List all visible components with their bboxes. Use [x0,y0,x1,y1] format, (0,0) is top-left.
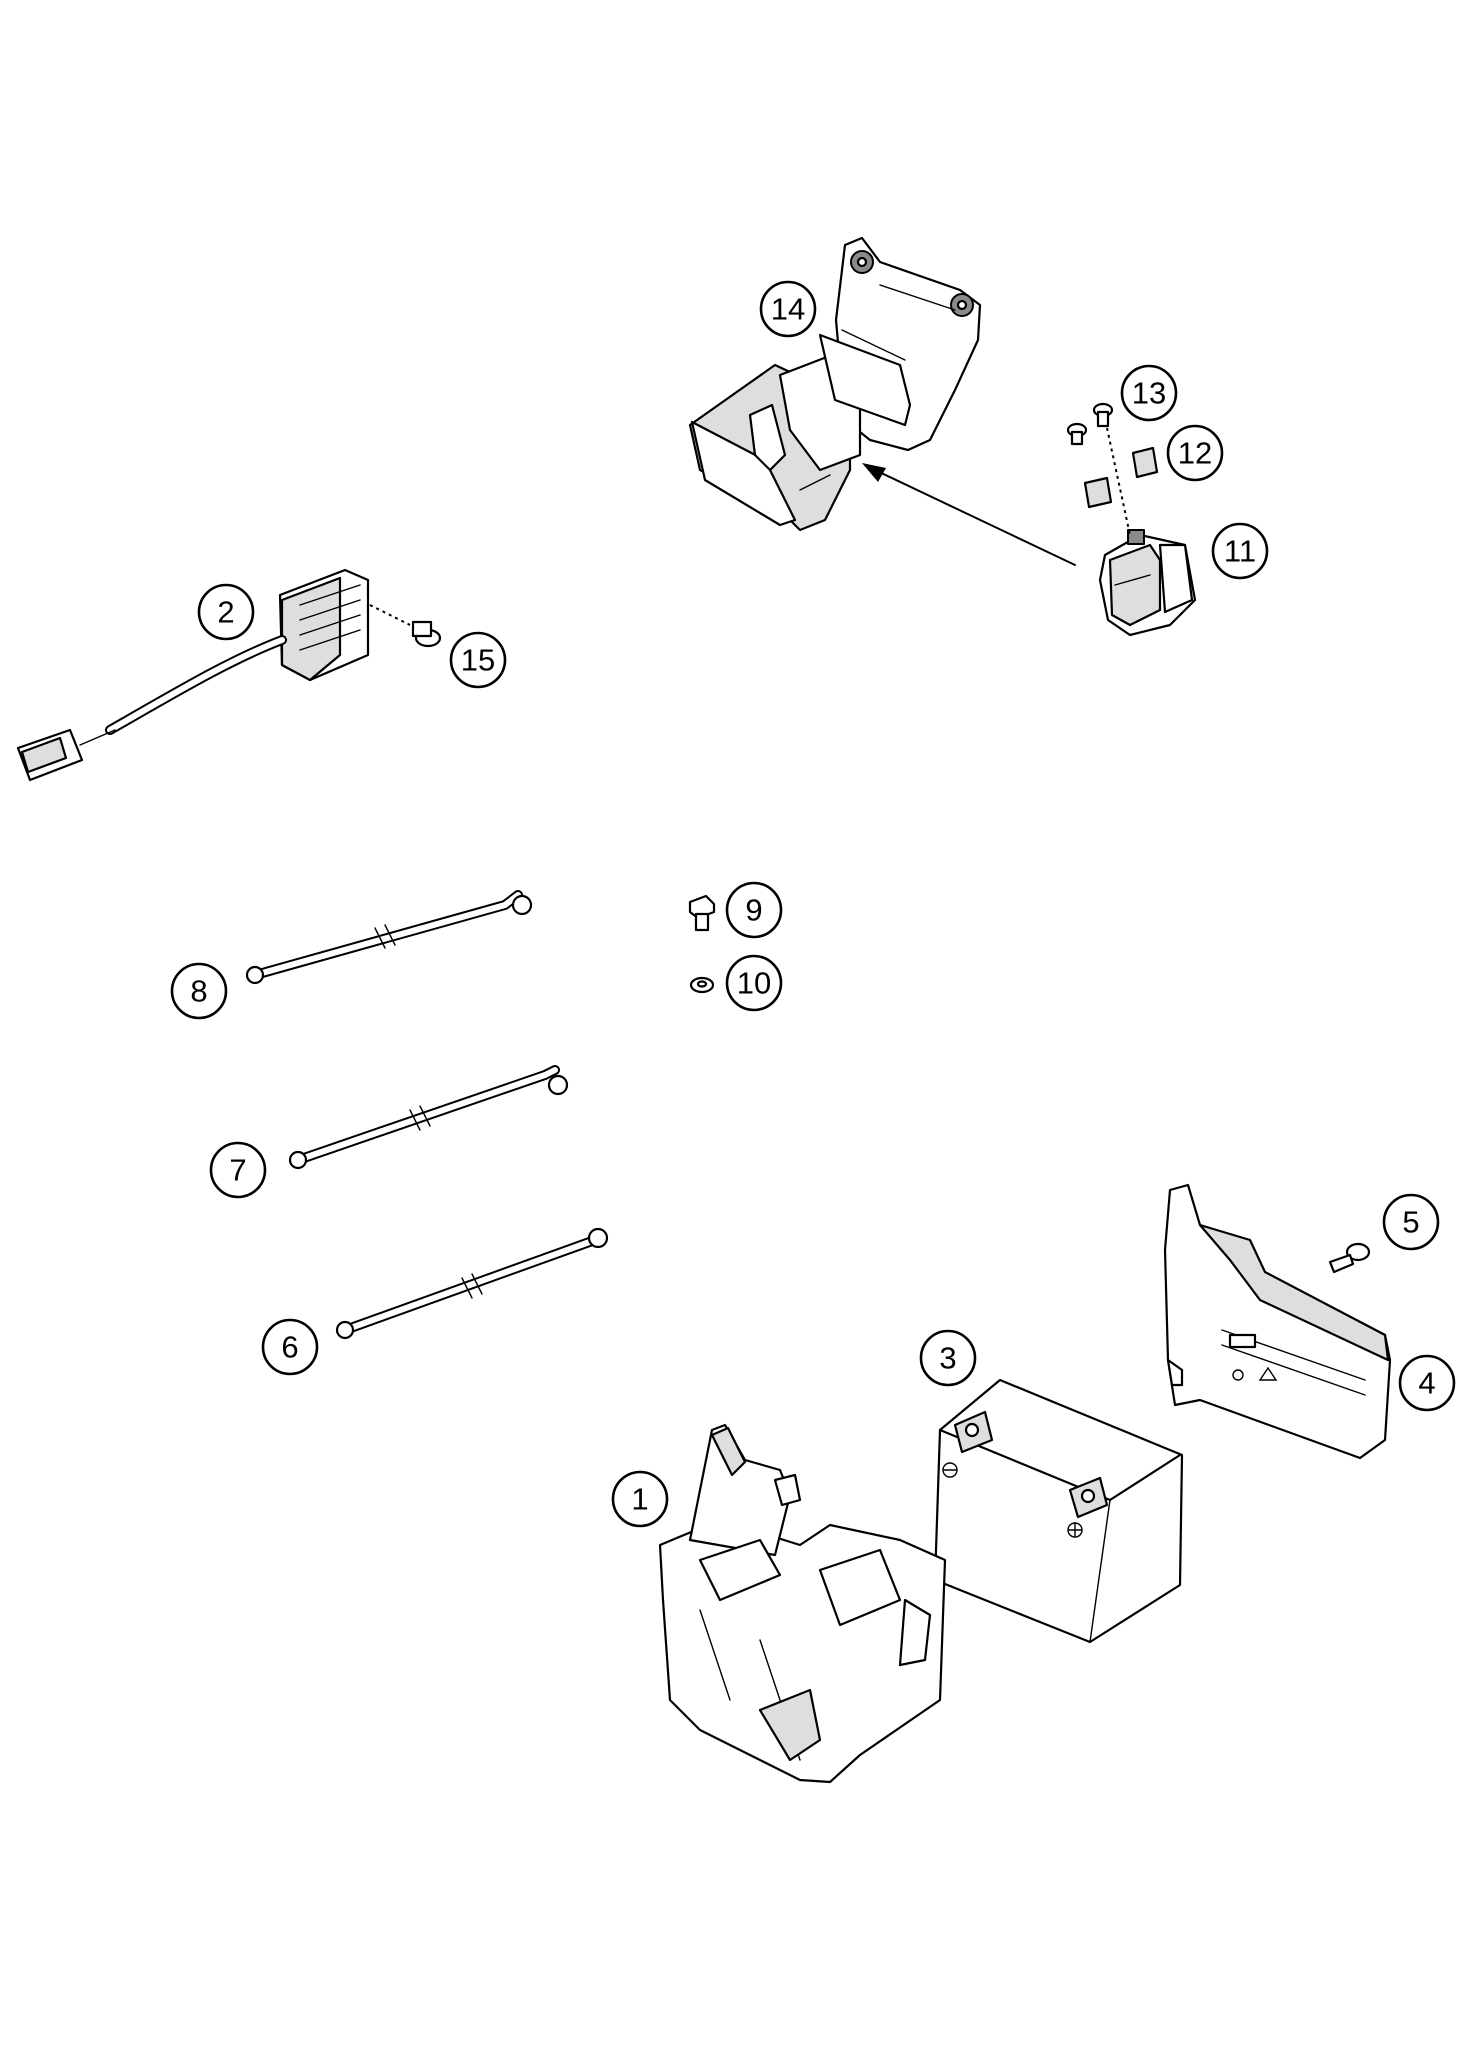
part-10-nut [689,976,715,994]
part-15-screw [411,620,442,648]
callout-15-label: 15 [461,643,495,678]
callout-13-label: 13 [1132,376,1166,411]
callout-1-label: 1 [631,1482,648,1517]
callout-11: 11 [1211,522,1269,580]
callout-4: 4 [1398,1354,1456,1412]
assembly-arrow [862,463,1076,566]
part-7-cable [288,1065,569,1170]
part-12-fuses [1083,446,1159,509]
callout-11-label: 11 [1224,534,1256,569]
part-11-fuse-box [1098,529,1197,637]
callout-9-label: 9 [745,893,762,928]
part-14-fuse-box-bracket [688,236,982,532]
callout-5: 5 [1382,1193,1440,1251]
part-4-battery-cover [1163,1183,1392,1460]
part-1-battery-holder [658,1423,947,1784]
callout-5-label: 5 [1402,1205,1419,1240]
part-13-screws [1066,402,1131,536]
callout-3-label: 3 [939,1341,956,1376]
callout-6-label: 6 [281,1330,298,1365]
callout-15: 15 [449,631,507,689]
callout-3: 3 [919,1329,977,1387]
callout-12: 12 [1166,424,1224,482]
callout-14: 14 [759,280,817,338]
callout-10: 10 [725,954,783,1012]
callout-2: 2 [197,583,255,641]
callout-13: 13 [1120,364,1178,422]
callout-4-label: 4 [1418,1366,1435,1401]
part-3-battery [933,1378,1184,1644]
callout-10-label: 10 [737,966,771,1001]
part-2-voltage-regulator [16,568,411,782]
callout-2-label: 2 [217,595,234,630]
part-6-cable [335,1227,609,1340]
callout-12-label: 12 [1178,436,1212,471]
callout-9: 9 [725,881,783,939]
callout-7: 7 [209,1141,267,1199]
part-8-cable [245,890,533,985]
callout-8-label: 8 [190,974,207,1009]
part-9-bolt [688,894,716,932]
callout-1: 1 [611,1470,669,1528]
callout-6: 6 [261,1318,319,1376]
part-5-screw [1328,1242,1371,1274]
callout-8: 8 [170,962,228,1020]
callout-14-label: 14 [771,292,805,327]
callout-7-label: 7 [229,1153,246,1188]
